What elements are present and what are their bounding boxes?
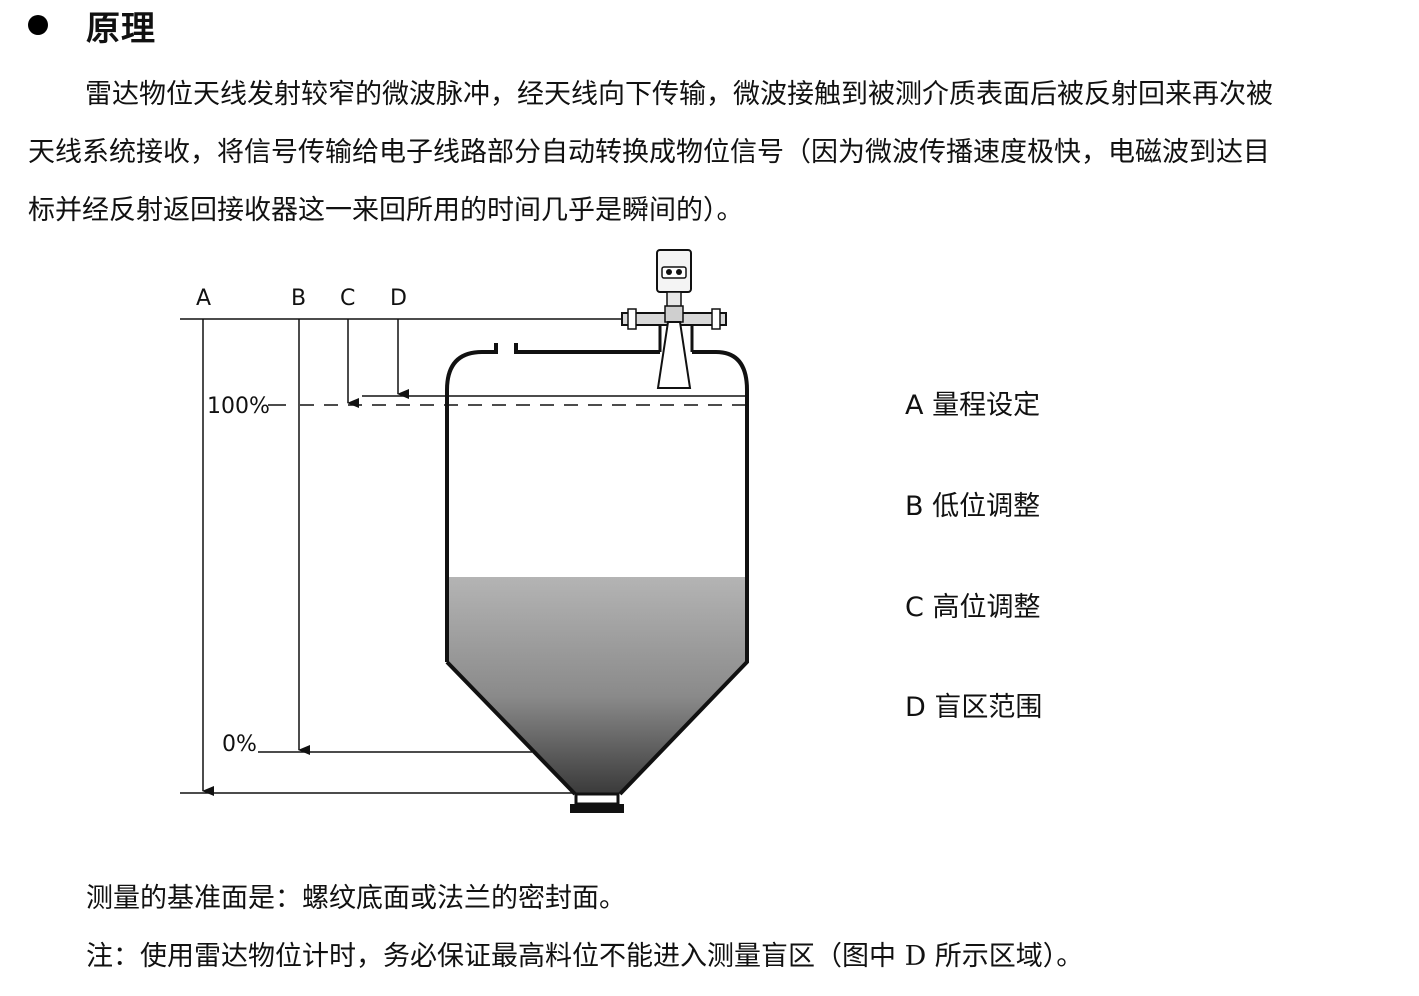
legend-key: D [905,692,926,723]
silo-outlet [574,792,620,806]
legend-item-a: A 量程设定 [905,383,1040,422]
paragraph-line-1: 雷达物位天线发射较窄的微波脉冲，经天线向下传输，微波接触到被测介质表面后被反射回… [85,79,1273,110]
legend-text: 量程设定 [932,390,1041,421]
legend-text: 盲区范围 [934,692,1043,723]
level-label-100: 100% [207,394,270,419]
legend-item-b: B 低位调整 [905,484,1040,523]
paragraph-line-3: 标并经反射返回接收器这一来回所用的时间几乎是瞬间的）。 [28,195,744,226]
dimension-label-c: C [340,286,355,311]
silo-outlet-flange [570,804,624,813]
radar-display [661,266,687,279]
legend-key: C [905,592,924,623]
legend-item-d: D 盲区范围 [905,685,1042,724]
radar-level-diagram: A B C D 100% 0% [180,249,749,813]
paragraph-line-2: 天线系统接收，将信号传输给电子线路部分自动转换成物位信号（因为微波传播速度极快，… [28,137,1270,168]
bullet-icon [28,15,48,35]
horn-antenna [656,321,692,389]
legend-key: A [905,390,924,421]
legend-key: B [905,491,924,522]
silo-outline [445,343,749,796]
dimension-label-b: B [291,286,306,311]
radar-knob-icon [676,269,682,275]
section-title: 原理 [86,8,156,49]
section-heading: 原理 [28,2,156,49]
warning-note: 注：使用雷达物位计时，务必保证最高料位不能进入测量盲区（图中 D 所示区域）。 [86,941,1084,972]
principle-paragraph: 雷达物位天线发射较窄的微波脉冲，经天线向下传输，微波接触到被测介质表面后被反射回… [28,66,1380,240]
radar-flange-bolt-left [627,308,637,330]
legend-text: 低位调整 [932,491,1041,522]
radar-knob-icon [666,269,672,275]
level-label-0: 0% [222,732,257,757]
radar-flange-bolt-right [711,308,721,330]
dimension-label-a: A [196,286,211,311]
legend-item-c: C 高位调整 [905,585,1040,624]
radar-connector [664,305,684,323]
dimension-label-d: D [390,286,407,311]
medium-fill [447,577,747,794]
reference-note: 测量的基准面是：螺纹底面或法兰的密封面。 [86,883,626,914]
legend-text: 高位调整 [932,592,1041,623]
